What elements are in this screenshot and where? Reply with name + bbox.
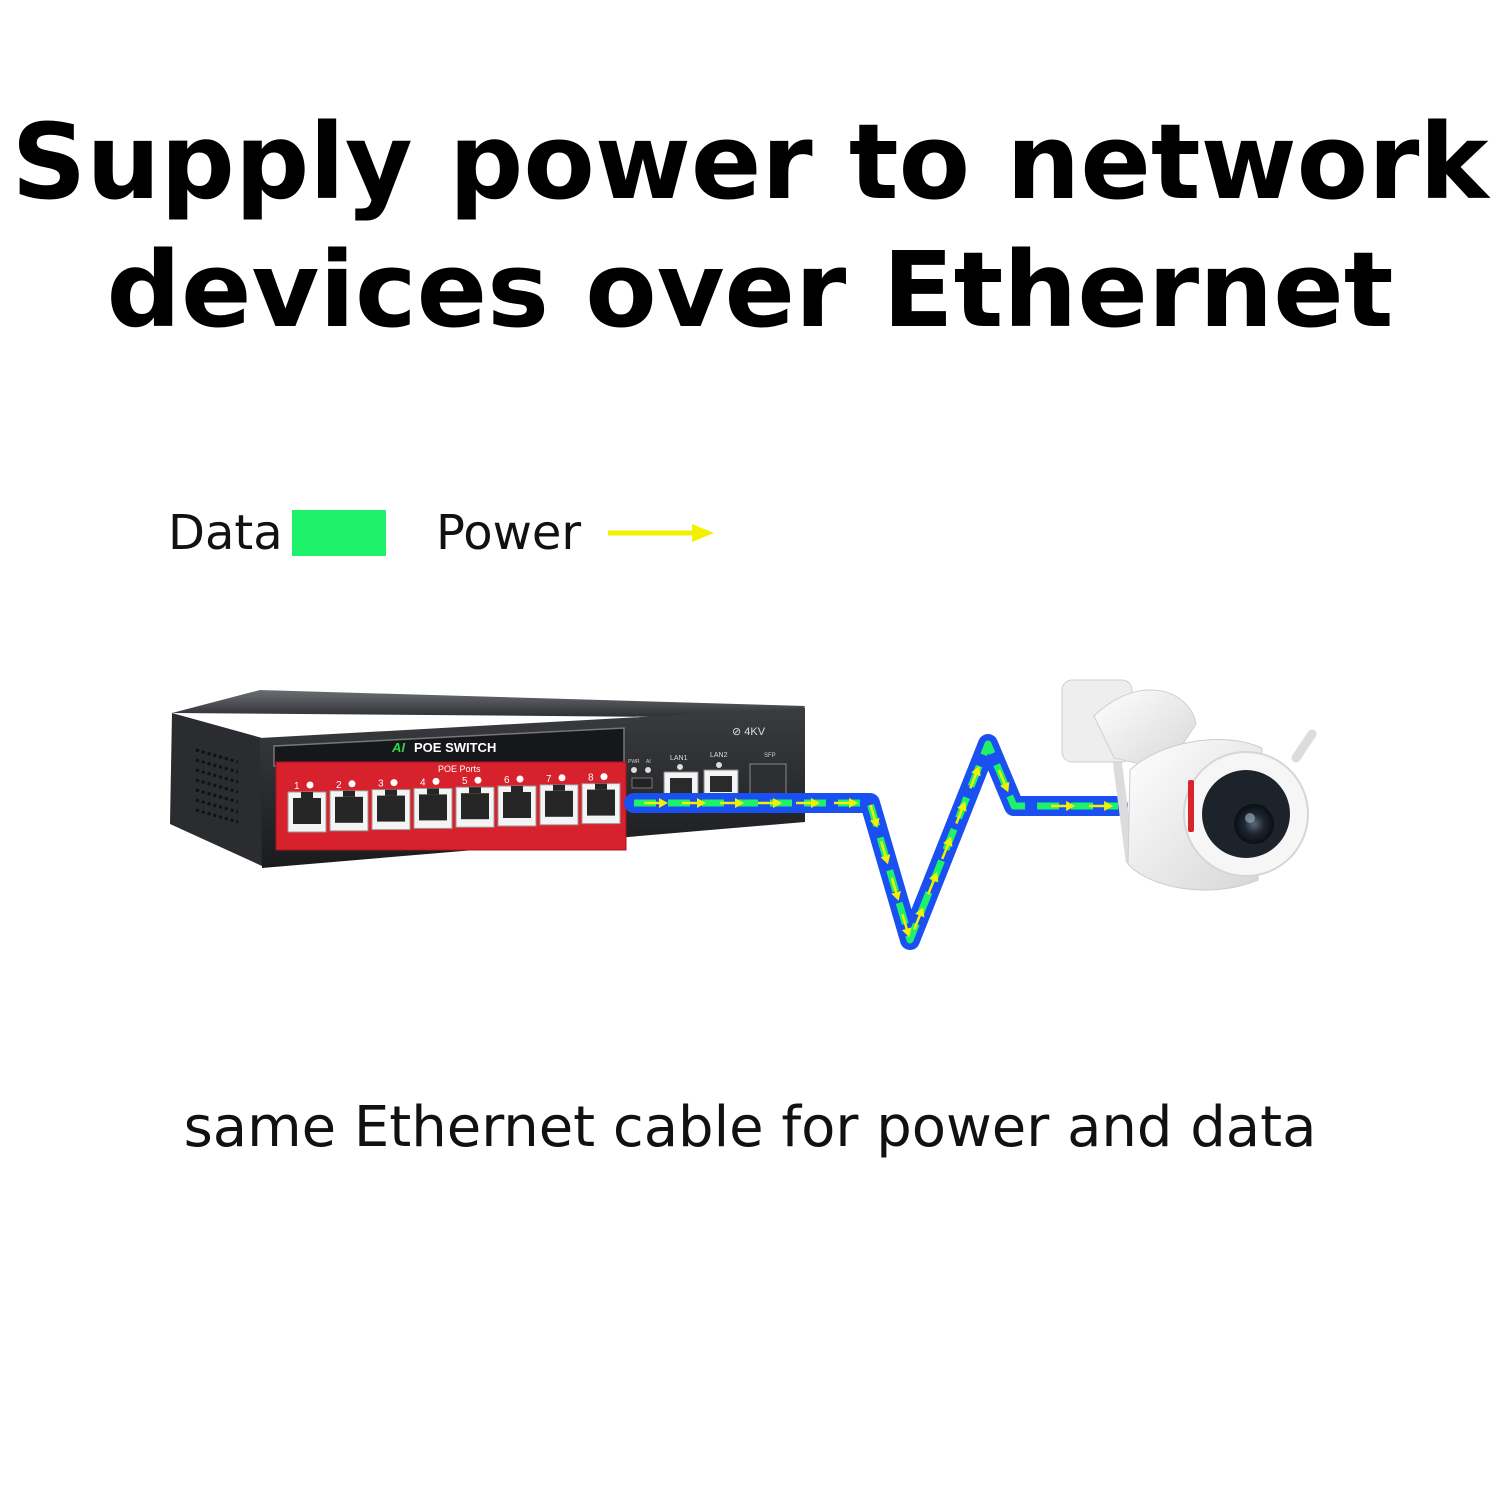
power-arrow: [901, 914, 912, 938]
poe-port-1: [287, 791, 327, 833]
switch-brand-name: POE SWITCH: [414, 740, 496, 755]
port-number-5: 5: [462, 776, 468, 787]
power-arrow: [880, 841, 891, 865]
legend-power-label: Power: [436, 505, 582, 561]
poe-port-4: [413, 787, 453, 829]
power-arrow: [1089, 801, 1114, 811]
led-label-pwr: PWR: [628, 759, 640, 765]
headline-line-1: Supply power to network: [11, 101, 1489, 223]
lan2-port: [703, 769, 739, 797]
port-led-4: [432, 777, 440, 785]
port-led-8: [600, 773, 608, 781]
legend-data-swatch: [292, 510, 386, 556]
switch-side-panel: [170, 713, 262, 866]
power-arrow: [1051, 801, 1076, 811]
headline: Supply power to network devices over Eth…: [0, 98, 1500, 354]
port-number-2: 2: [336, 780, 342, 791]
port-led-5: [474, 776, 482, 784]
power-arrow: [955, 801, 967, 825]
port-led-7: [558, 774, 566, 782]
switch-vent: [195, 748, 239, 824]
port-led-6: [516, 775, 524, 783]
power-flow-arrows: [644, 765, 1114, 938]
port-number-8: 8: [588, 773, 594, 784]
port-numbers: 1 2 3 4 5 6 7 8: [294, 773, 608, 792]
caption: same Ethernet cable for power and data: [183, 1095, 1317, 1160]
surge-protection-label: ⊘ 4KV: [732, 726, 766, 738]
power-arrow: [834, 798, 858, 808]
power-arrow: [890, 877, 901, 901]
power-arrow: [682, 798, 706, 808]
poe-port-6: [497, 785, 537, 827]
power-arrow: [969, 765, 981, 789]
power-arrow: [913, 907, 925, 930]
legend-power-arrow-icon: [608, 524, 714, 542]
legend-data-label: Data: [168, 505, 283, 561]
poe-port-group: [287, 783, 621, 833]
lan1-label: LAN1: [670, 755, 688, 762]
poe-port-5: [455, 786, 495, 828]
power-arrow: [869, 804, 880, 828]
sfp-port: [749, 763, 787, 795]
port-led-2: [348, 780, 356, 788]
power-arrow: [997, 769, 1010, 793]
ethernet-cable: [624, 734, 1128, 950]
poe-port-2: [329, 790, 369, 832]
led-label-ai: AI: [646, 759, 651, 765]
poe-port-7: [539, 784, 579, 826]
power-arrow: [758, 798, 782, 808]
port-number-3: 3: [378, 779, 384, 790]
port-number-4: 4: [420, 777, 426, 788]
switch-top-panel: [172, 690, 805, 718]
poe-port-8: [581, 783, 621, 825]
port-number-7: 7: [546, 774, 552, 785]
lan2-label: LAN2: [710, 752, 728, 759]
poe-switch: AI POE SWITCH POE Ports 1 2 3 4 5 6 7 8 ⊘ 4KV P…: [170, 690, 805, 868]
camera-lens: [1234, 804, 1274, 844]
power-arrow: [644, 798, 668, 808]
port-led-3: [390, 779, 398, 787]
poe-port-3: [371, 789, 411, 831]
headline-line-2: devices over Ethernet: [106, 229, 1394, 351]
camera-red-ring: [1188, 780, 1194, 832]
power-arrow: [927, 871, 939, 895]
power-arrow: [720, 798, 744, 808]
poe-ports-label: POE Ports: [438, 764, 481, 774]
switch-brand-prefix: AI: [391, 740, 405, 755]
port-number-6: 6: [504, 775, 510, 786]
poe-diagram: AI POE SWITCH POE Ports 1 2 3 4 5 6 7 8 ⊘ 4KV P…: [170, 679, 1317, 950]
ai-dip-switch: [631, 777, 653, 789]
power-arrow: [796, 798, 820, 808]
power-arrow: [941, 836, 953, 860]
security-camera-icon: [1061, 679, 1317, 891]
power-led: [631, 767, 637, 773]
port-number-1: 1: [294, 781, 300, 792]
sfp-label: SFP: [764, 753, 776, 759]
camera-antenna-right: [1291, 729, 1317, 763]
ai-led: [645, 767, 651, 773]
port-led-1: [306, 781, 314, 789]
